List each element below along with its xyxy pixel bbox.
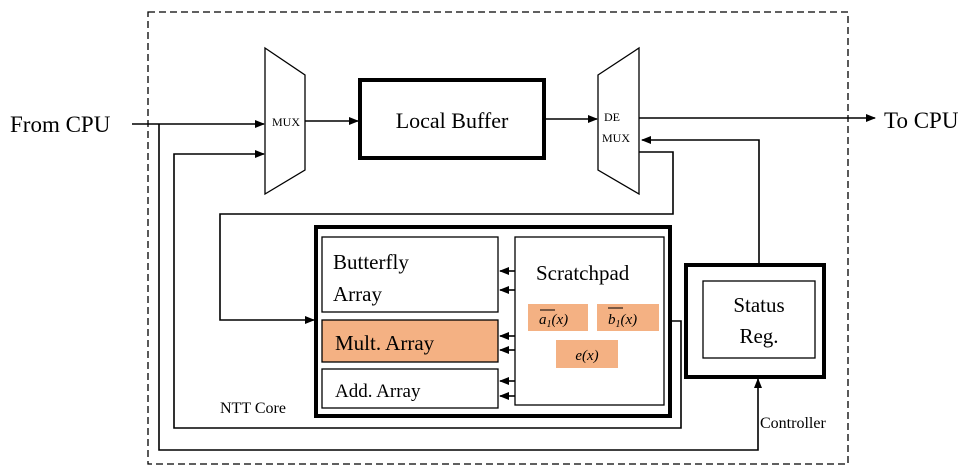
status-register-inner [702,280,816,359]
e-entry [556,340,618,368]
b1-entry [597,304,659,331]
e-label: e(x) [575,348,598,364]
wire-demux-to-ntt [219,151,674,324]
demux-block [597,46,640,196]
demux-label-line1: DE [604,110,620,124]
demux-label-line2: MUX [602,131,630,145]
add-array-label: Add. Array [335,381,421,402]
butterfly-array-block [321,236,499,313]
mux-block [264,46,306,196]
mult-array-block [321,319,499,363]
wire-ntt-feedback-to-mux [173,150,682,429]
a1-entry [528,304,588,331]
from-cpu-label: From CPU [10,112,111,137]
mult-array-label: Mult. Array [335,331,435,355]
butterfly-array-label-line1: Butterfly [333,250,409,274]
add-array-block [321,368,499,409]
butterfly-array-label-line2: Array [333,282,382,306]
status-register-label-line2: Reg. [739,324,778,348]
wire-cpu-to-controller [158,124,762,451]
ntt-core-label: NTT Core [220,400,286,417]
b1-label: b1(x) [608,312,637,330]
controller-label: Controller [760,415,826,432]
local-buffer-label: Local Buffer [396,108,509,133]
scratchpad-label: Scratchpad [536,261,630,285]
a1-label: a1(x) [539,312,568,330]
to-cpu-label: To CPU [884,108,959,133]
accelerator-boundary [147,11,849,465]
status-register-label-line1: Status [733,293,784,317]
mux-label: MUX [272,115,300,129]
local-buffer-block [358,78,546,160]
wire-status-to-demux [641,136,760,265]
